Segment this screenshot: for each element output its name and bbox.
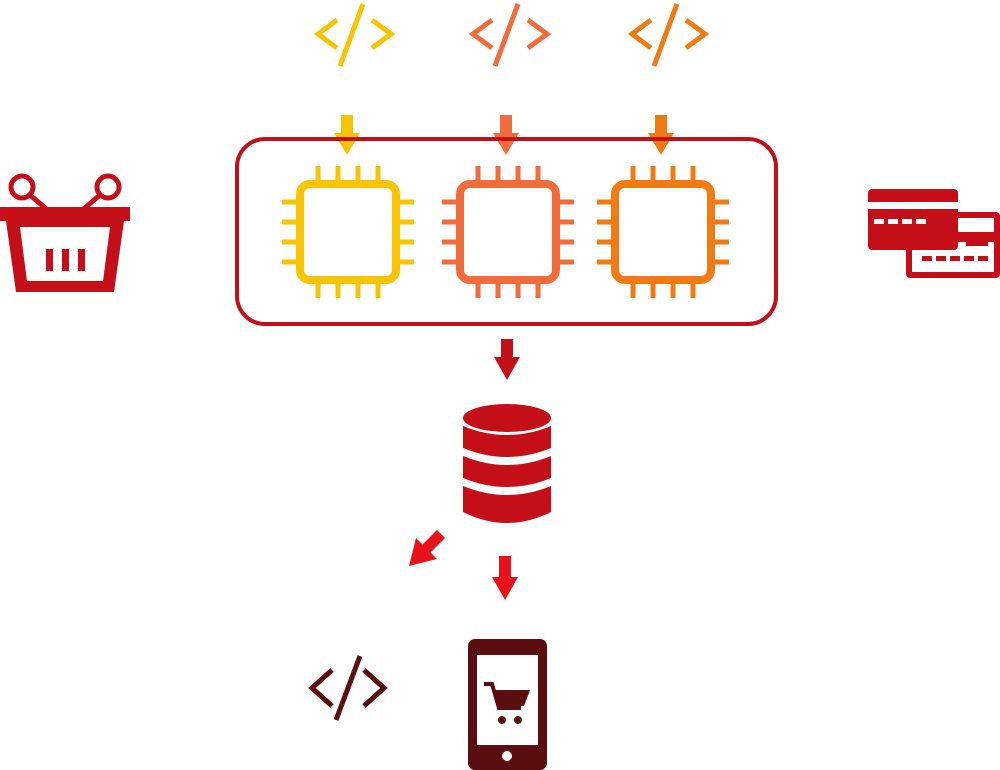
- processor-group-box: [235, 137, 778, 326]
- code-icon: [468, 3, 552, 67]
- credit-cards-icon: [868, 189, 1000, 278]
- arrow-down-left-icon: [409, 530, 445, 566]
- mobile-shopping-icon: [468, 639, 547, 770]
- cart-icon: [484, 682, 530, 724]
- code-icon: [308, 655, 388, 721]
- database-icon: [463, 404, 551, 523]
- code-icon: [313, 3, 396, 67]
- arrow-down-icon: [494, 339, 520, 380]
- code-icon: [627, 3, 710, 67]
- cpu-chip-icon: [282, 166, 414, 298]
- cpu-chip-icon: [597, 166, 729, 298]
- arrow-down-icon: [648, 115, 674, 155]
- shopping-basket-icon: [0, 173, 130, 292]
- arrow-down-icon: [492, 556, 518, 600]
- cpu-chip-icon: [442, 166, 574, 298]
- arrow-down-icon: [334, 115, 360, 155]
- arrow-down-icon: [493, 115, 519, 155]
